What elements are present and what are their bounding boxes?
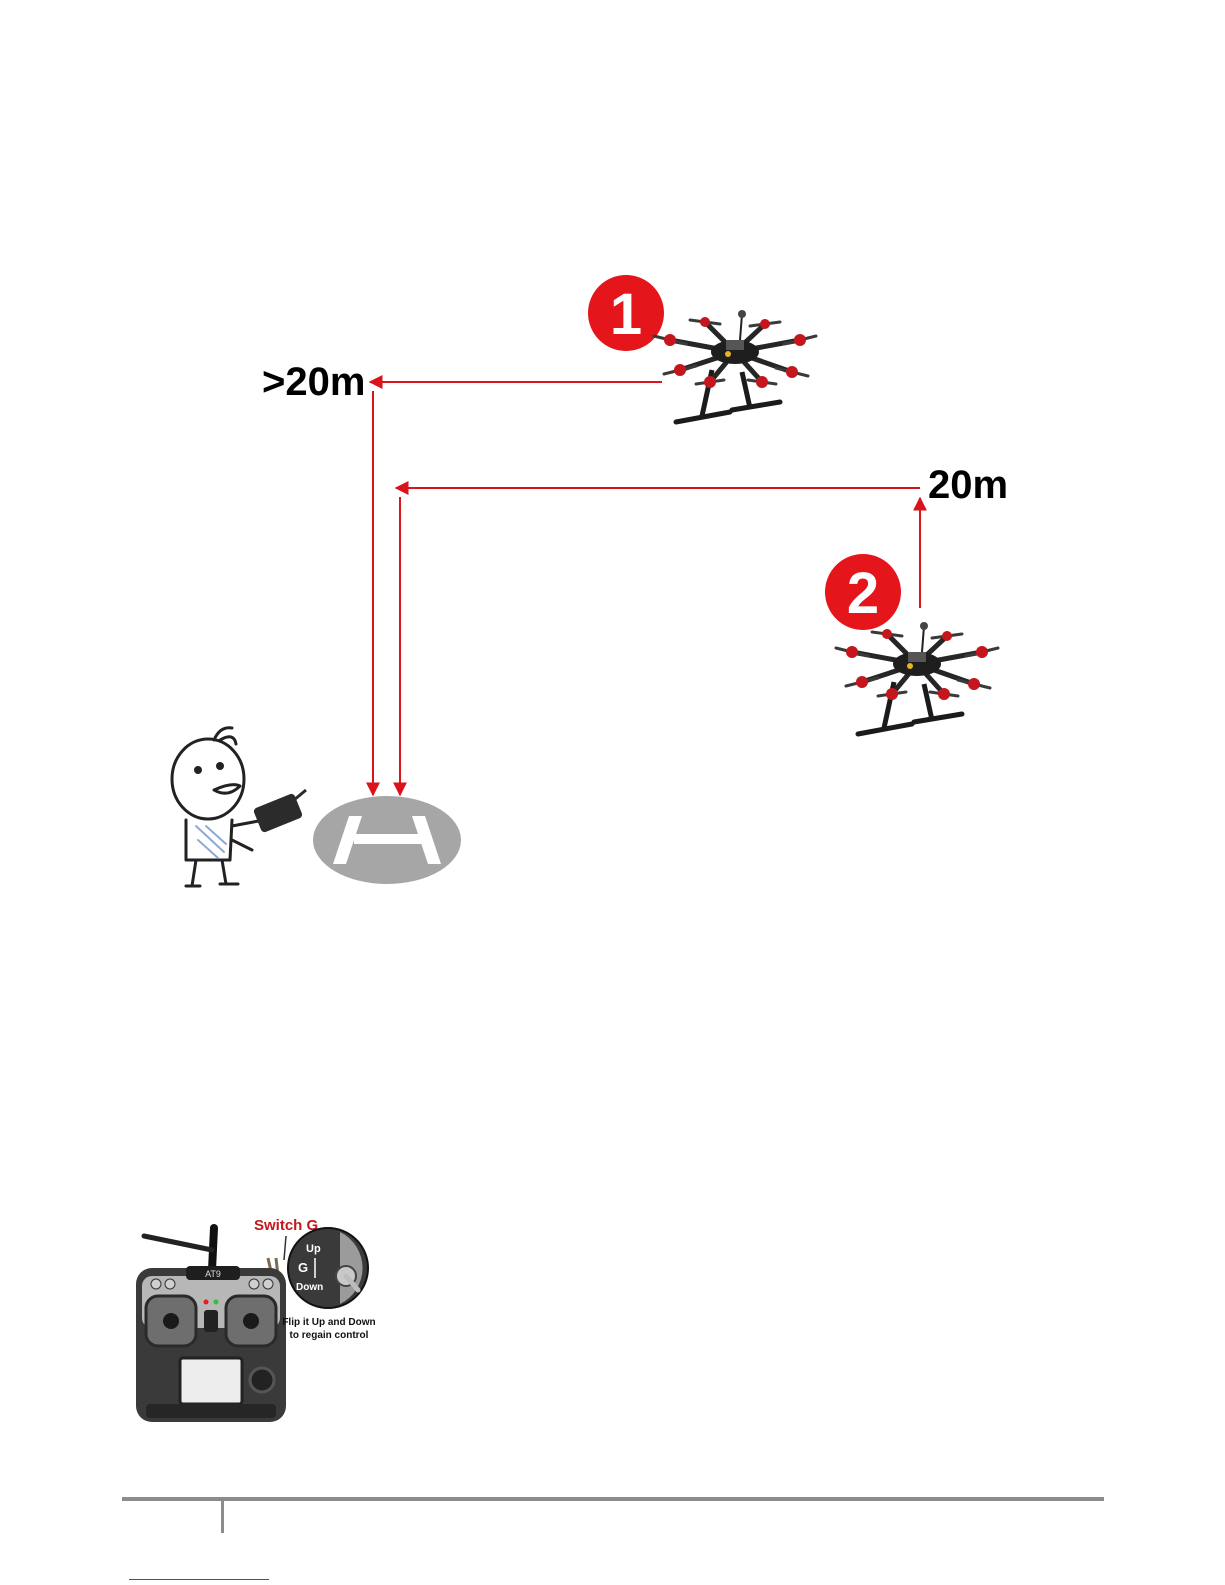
switch-g-name: G bbox=[298, 1260, 308, 1275]
badge-2-number: 2 bbox=[847, 561, 879, 626]
switch-up-label: Up bbox=[306, 1243, 321, 1255]
footer-rule bbox=[122, 1497, 1104, 1501]
switch-down-label: Down bbox=[296, 1282, 323, 1293]
pilot-figure-icon bbox=[172, 728, 264, 886]
label-20m: 20m bbox=[928, 463, 1008, 507]
badge-2: 2 bbox=[825, 554, 901, 630]
label-greater-than-20m: >20m bbox=[262, 360, 365, 404]
footer-page-divider bbox=[221, 1501, 224, 1533]
handheld-transmitter-icon bbox=[253, 790, 306, 833]
switch-g-pointer bbox=[284, 1236, 286, 1260]
instruction-line-1: Flip it Up and Down bbox=[282, 1317, 375, 1328]
landing-pad-icon bbox=[313, 796, 461, 884]
rc-transmitter-illustration: AT9 bbox=[136, 1228, 286, 1422]
drone-1-icon bbox=[654, 310, 816, 422]
switch-g-label: Switch G bbox=[254, 1217, 318, 1234]
transmitter-model-label: AT9 bbox=[205, 1269, 221, 1279]
badge-1: 1 bbox=[588, 275, 664, 351]
footer-link-underline bbox=[129, 1579, 269, 1580]
switch-g-zoom-inset: Up G Down bbox=[288, 1228, 368, 1308]
badge-1-number: 1 bbox=[610, 282, 642, 347]
drone-2-icon bbox=[836, 622, 998, 734]
instruction-line-2: to regain control bbox=[290, 1330, 369, 1341]
